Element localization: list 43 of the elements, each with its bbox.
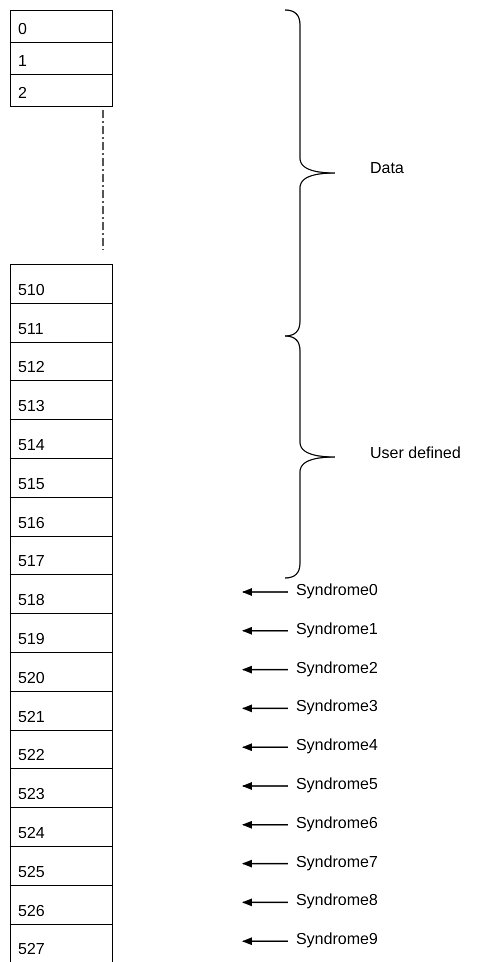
arrow: [242, 626, 288, 635]
memory-cell: 525: [10, 846, 113, 886]
memory-cell: 523: [10, 768, 113, 808]
memory-cell: 514: [10, 419, 113, 459]
memory-cell: 526: [10, 884, 113, 925]
memory-cell: 518: [10, 574, 113, 614]
syndrome-label: Syndrome8: [296, 892, 378, 910]
memory-cell: 512: [10, 342, 113, 382]
arrow: [242, 743, 288, 752]
memory-cell: 0: [10, 10, 113, 43]
arrow: [242, 782, 288, 790]
memory-cell: 511: [10, 302, 113, 343]
range-label: Data: [370, 160, 404, 178]
memory-cell: 2: [10, 74, 113, 107]
syndrome-label: Syndrome6: [296, 814, 378, 833]
memory-cell: 521: [10, 690, 113, 731]
memory-cell: 520: [10, 652, 113, 692]
syndrome-label: Syndrome1: [296, 620, 378, 639]
arrow: [242, 588, 288, 596]
memory-cell: 515: [10, 458, 113, 498]
range-label: User defined: [370, 445, 461, 463]
arrow: [242, 704, 288, 712]
syndrome-label: Syndrome7: [296, 854, 378, 872]
memory-cell: 510: [10, 264, 113, 304]
arrow: [242, 937, 288, 946]
arrow: [242, 666, 288, 674]
memory-cell: 522: [10, 730, 113, 770]
memory-cell: 516: [10, 496, 113, 537]
syndrome-label: Syndrome3: [296, 698, 378, 716]
memory-cell: 517: [10, 536, 113, 576]
arrow: [242, 898, 288, 906]
syndrome-label: Syndrome5: [296, 776, 378, 794]
memory-cell: 527: [10, 924, 113, 962]
arrow: [242, 860, 288, 868]
memory-cell: 513: [10, 380, 113, 420]
syndrome-label: Syndrome4: [296, 737, 378, 756]
syndrome-label: Syndrome9: [296, 931, 378, 950]
arrow: [242, 820, 288, 829]
memory-cell: 524: [10, 807, 113, 847]
memory-cell: 1: [10, 42, 113, 75]
memory-cell: 519: [10, 613, 113, 653]
syndrome-label: Syndrome0: [296, 582, 378, 600]
syndrome-label: Syndrome2: [296, 660, 378, 678]
